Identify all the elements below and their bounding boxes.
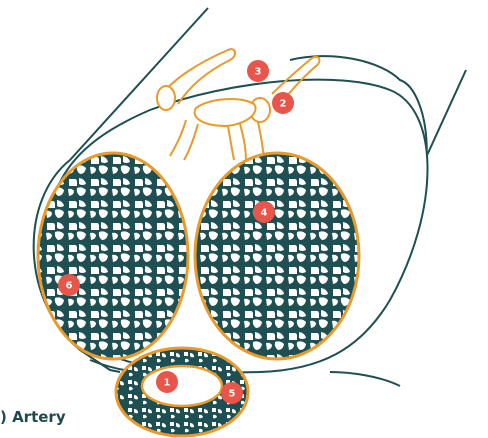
marker-2-label: 2 xyxy=(280,99,287,110)
right-corpus-cavernosum xyxy=(195,153,359,359)
marker-3-label: 3 xyxy=(255,67,262,78)
marker-5-label: 5 xyxy=(229,389,236,400)
marker-4-label: 4 xyxy=(261,208,268,219)
caption-artery-label: ) Artery xyxy=(0,408,66,426)
left-corpus-cavernosum xyxy=(38,153,188,359)
marker-6-label: 6 xyxy=(66,281,73,292)
marker-1-label: 1 xyxy=(164,378,171,389)
urethra xyxy=(142,366,222,406)
